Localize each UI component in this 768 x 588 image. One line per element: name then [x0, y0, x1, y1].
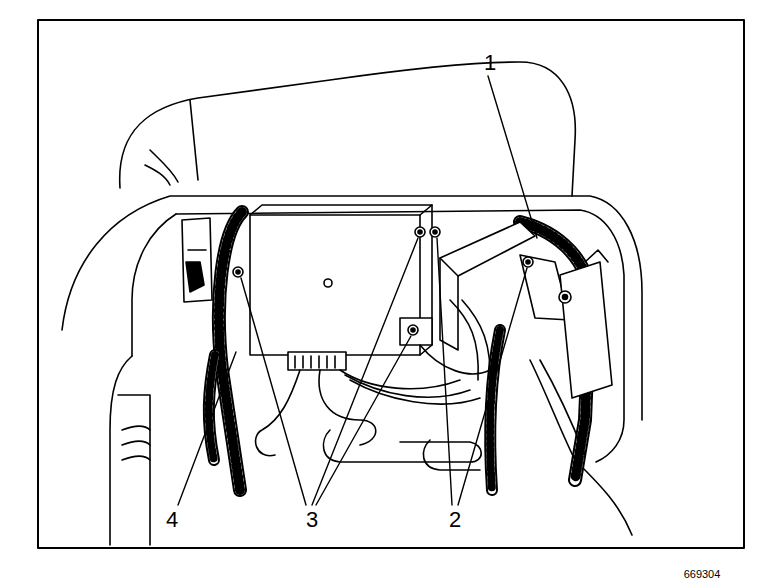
drawing-stroke: [490, 330, 500, 490]
wiring: [256, 300, 491, 470]
left-bracket: [182, 218, 212, 302]
drawing-stroke: [145, 165, 170, 185]
seat-pan: [62, 196, 642, 545]
drawing-stroke: [122, 456, 150, 460]
drawing-stroke: [312, 238, 418, 505]
drawing-stroke: [488, 76, 537, 238]
drawing-stroke: [219, 212, 242, 490]
drawing-stroke: [458, 268, 527, 505]
drawing-stroke: [209, 355, 215, 460]
drawing-stroke: [462, 300, 490, 385]
callout-number: 3: [306, 509, 318, 531]
drawing-stroke: [132, 214, 176, 356]
drawing-stroke: [188, 249, 206, 251]
module-bracket: [400, 222, 535, 350]
drawing-stroke: [236, 270, 240, 274]
drawing-stroke: [250, 215, 420, 355]
drawing-stroke: [559, 291, 571, 303]
drawing-stroke: [415, 227, 425, 237]
drawing-stroke: [408, 325, 418, 335]
drawing-stroke: [190, 100, 198, 180]
drawing-stroke: [345, 375, 470, 397]
drawing-stroke: [316, 336, 411, 505]
drawing-stroke: [209, 355, 215, 460]
drawing-stroke: [490, 330, 500, 490]
drawing-stroke: [433, 230, 437, 234]
drawing-stroke: [233, 267, 243, 277]
drawing-stroke: [423, 440, 480, 470]
drawing-stroke: [418, 230, 422, 234]
figure-number: 669304: [684, 569, 721, 580]
drawing-stroke: [178, 352, 236, 505]
drawing-stroke: [563, 295, 568, 300]
drawing-stroke: [580, 465, 632, 535]
drawing-stroke: [450, 300, 478, 380]
drawing-stroke: [182, 218, 212, 302]
drawing-stroke: [122, 441, 150, 445]
drawing-stroke: [176, 210, 624, 462]
control-module: [250, 205, 432, 370]
callout-number: 2: [449, 509, 461, 531]
drawing-stroke: [585, 250, 608, 262]
drawing-stroke: [110, 356, 132, 545]
drawing-stroke: [430, 227, 440, 237]
drawing-stroke: [323, 430, 481, 462]
drawing-stroke: [219, 212, 242, 490]
drawing-stroke: [250, 205, 432, 215]
drawing-stroke: [122, 426, 150, 430]
callout-number: 1: [484, 52, 496, 74]
drawing-stroke: [490, 330, 500, 490]
drawing-stroke: [540, 360, 585, 455]
fastener-bolts: [233, 227, 571, 335]
seat-cushion: [120, 62, 576, 196]
drawing-stroke: [340, 370, 460, 389]
drawing-stroke: [324, 279, 332, 287]
drawing-stroke: [186, 262, 204, 292]
drawing-stroke: [219, 212, 242, 490]
drawing-stroke: [530, 360, 575, 460]
figure-frame: [38, 20, 744, 548]
drawing-stroke: [118, 395, 150, 545]
drawing-stroke: [256, 370, 300, 456]
right-bracket: [520, 250, 612, 460]
harness-conduit: [209, 212, 590, 490]
drawing-stroke: [437, 238, 452, 505]
drawing-stroke: [295, 356, 335, 368]
leader-lines: [178, 76, 537, 505]
drawing-stroke: [560, 262, 612, 398]
drawing-stroke: [120, 62, 576, 196]
drawing-stroke: [523, 257, 533, 267]
callout-number: 4: [166, 509, 178, 531]
drawing-stroke: [241, 278, 306, 505]
drawing-stroke: [209, 355, 215, 460]
drawing-stroke: [350, 380, 480, 404]
drawing-stroke: [420, 345, 490, 374]
drawing-stroke: [411, 328, 415, 332]
drawing-stroke: [288, 352, 346, 370]
drawing-stroke: [526, 260, 530, 264]
drawing-stroke: [400, 318, 432, 345]
drawing-stroke: [440, 222, 535, 276]
